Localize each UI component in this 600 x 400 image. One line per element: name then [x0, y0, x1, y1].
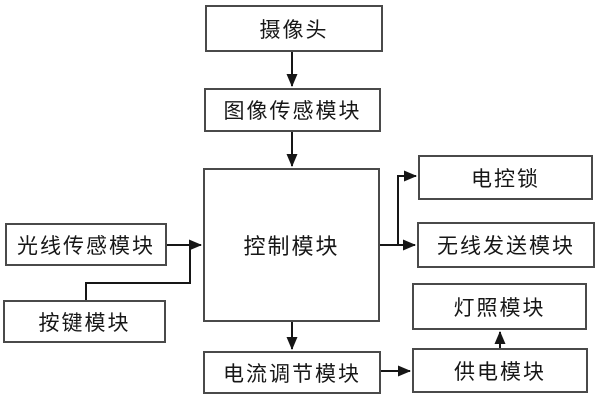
node-control-module: 控制模块	[203, 168, 380, 322]
node-keypad-label: 按键模块	[38, 310, 131, 335]
edge-control-electriclock	[397, 170, 417, 245]
node-current-regulator-label: 电流调节模块	[223, 361, 361, 386]
node-camera-label: 摄像头	[259, 17, 329, 42]
node-power-supply-label: 供电模块	[454, 359, 546, 384]
node-keypad-module: 按键模块	[3, 300, 166, 343]
node-electric-lock: 电控锁	[418, 155, 593, 200]
node-power-supply-module: 供电模块	[412, 348, 588, 393]
node-wireless-transmit-module: 无线发送模块	[417, 222, 595, 268]
node-light-sensor-label: 光线传感模块	[17, 233, 155, 258]
node-current-regulator-module: 电流调节模块	[203, 351, 381, 394]
node-lighting-label: 灯照模块	[453, 295, 546, 320]
node-image-sensor-module: 图像传感模块	[204, 88, 381, 132]
node-control-label: 控制模块	[243, 234, 340, 259]
edge-keypad-control	[85, 245, 191, 300]
node-wireless-transmit-label: 无线发送模块	[437, 234, 575, 258]
node-camera: 摄像头	[205, 5, 383, 52]
node-light-sensor-module: 光线传感模块	[5, 223, 167, 266]
node-electric-lock-label: 电控锁	[471, 166, 540, 191]
node-image-sensor-label: 图像传感模块	[223, 99, 362, 123]
node-lighting-module: 灯照模块	[412, 283, 587, 330]
